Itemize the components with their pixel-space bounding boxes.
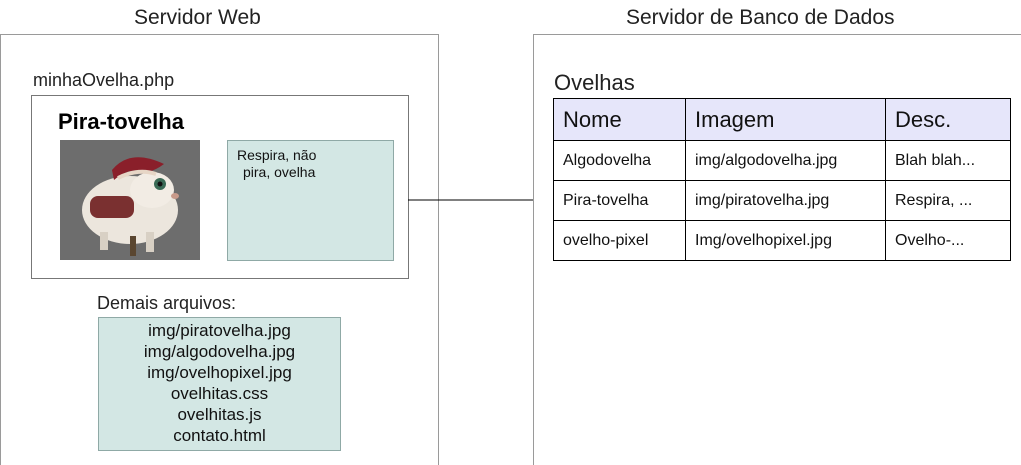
- web-server-title: Servidor Web: [134, 6, 261, 29]
- other-files-box: img/piratovelha.jpg img/algodovelha.jpg …: [98, 317, 341, 451]
- table-cell: ovelho-pixel: [553, 220, 686, 261]
- db-table-name: Ovelhas: [554, 70, 635, 95]
- table-cell: img/algodovelha.jpg: [685, 140, 886, 181]
- table-header-row: Nome Imagem Desc.: [553, 98, 1011, 141]
- table-row: ovelho-pixel Img/ovelhopixel.jpg Ovelho-…: [553, 220, 1011, 261]
- table-cell: Ovelho-...: [885, 220, 1011, 261]
- table-cell: img/piratovelha.jpg: [685, 180, 886, 221]
- page-description-box: Respira, não pira, ovelha: [227, 140, 394, 261]
- other-files-list: img/piratovelha.jpg img/algodovelha.jpg …: [99, 318, 340, 446]
- page-description: Respira, não pira, ovelha: [228, 141, 393, 181]
- file-item: ovelhitas.css: [170, 384, 269, 403]
- db-table: Nome Imagem Desc. Algodovelha img/algodo…: [553, 98, 1011, 261]
- table-cell: Algodovelha: [553, 140, 686, 181]
- column-header: Desc.: [885, 98, 1011, 141]
- column-header: Imagem: [685, 98, 886, 141]
- column-header: Nome: [553, 98, 686, 141]
- table-cell: Blah blah...: [885, 140, 1011, 181]
- description-line: pira, ovelha: [243, 164, 316, 180]
- db-server-title: Servidor de Banco de Dados: [626, 6, 895, 29]
- table-row: Pira-tovelha img/piratovelha.jpg Respira…: [553, 180, 1011, 221]
- table-cell: Img/ovelhopixel.jpg: [685, 220, 886, 261]
- file-item: contato.html: [173, 426, 266, 445]
- file-item: img/algodovelha.jpg: [143, 342, 296, 361]
- table-cell: Pira-tovelha: [553, 180, 686, 221]
- table-row: Algodovelha img/algodovelha.jpg Blah bla…: [553, 140, 1011, 181]
- other-files-label: Demais arquivos:: [97, 293, 237, 313]
- page-heading: Pira-tovelha: [58, 109, 184, 134]
- description-line: Respira, não: [237, 147, 317, 163]
- sheep-pirate-icon: [82, 157, 179, 256]
- page-filename: minhaOvelha.php: [33, 70, 175, 90]
- file-item: img/piratovelha.jpg: [148, 321, 291, 340]
- table-cell: Respira, ...: [885, 180, 1011, 221]
- file-item: img/ovelhopixel.jpg: [147, 363, 292, 382]
- file-item: ovelhitas.js: [177, 405, 262, 424]
- sheep-image: [60, 140, 200, 260]
